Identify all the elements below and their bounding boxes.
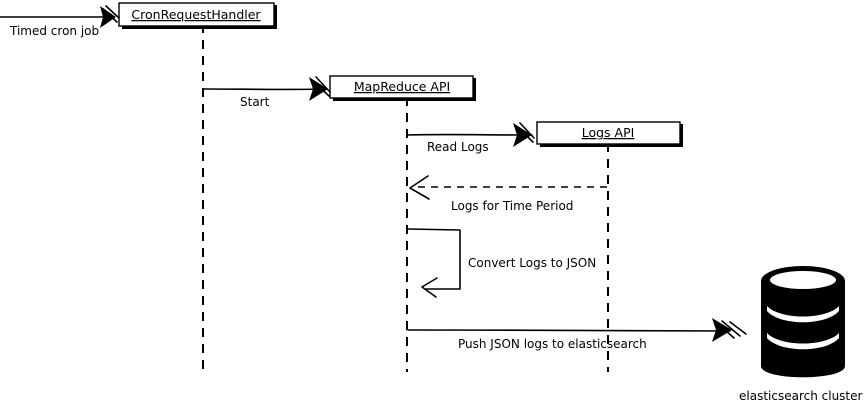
open-arrowhead-icon xyxy=(409,175,430,200)
participant-logs-label: Logs API xyxy=(582,125,635,140)
participant-cron[interactable]: CronRequestHandler xyxy=(118,2,277,29)
arrowhead-icon xyxy=(513,122,535,147)
message-start-label: Start xyxy=(240,95,270,109)
participant-mapreduce-label: MapReduce API xyxy=(354,79,450,94)
message-start: Start xyxy=(203,76,331,109)
arrowhead-icon xyxy=(309,76,331,101)
message-convert-logs: Convert Logs to JSON xyxy=(407,228,596,298)
open-arrowhead-icon xyxy=(421,277,438,298)
message-push-json: Push JSON logs to elasticsearch xyxy=(407,318,747,351)
participant-logs[interactable]: Logs API xyxy=(536,121,683,147)
message-convert-logs-label: Convert Logs to JSON xyxy=(468,256,596,270)
message-logs-for-time-period-label: Logs for Time Period xyxy=(451,199,573,213)
arrowhead-icon xyxy=(712,318,747,342)
participant-mapreduce[interactable]: MapReduce API xyxy=(329,75,476,101)
message-read-logs: Read Logs xyxy=(407,122,535,154)
arrowhead-icon xyxy=(100,5,120,28)
database-label: elasticsearch cluster xyxy=(739,389,863,403)
database-elasticsearch[interactable]: elasticsearch cluster xyxy=(739,266,863,403)
database-icon xyxy=(761,266,845,378)
message-push-json-label: Push JSON logs to elasticsearch xyxy=(458,337,647,351)
message-logs-for-time-period: Logs for Time Period xyxy=(409,175,607,213)
message-timed-cron-job: Timed cron job xyxy=(0,5,120,38)
message-timed-cron-job-label: Timed cron job xyxy=(9,24,99,38)
message-read-logs-label: Read Logs xyxy=(427,140,489,154)
participant-cron-label: CronRequestHandler xyxy=(131,7,261,22)
